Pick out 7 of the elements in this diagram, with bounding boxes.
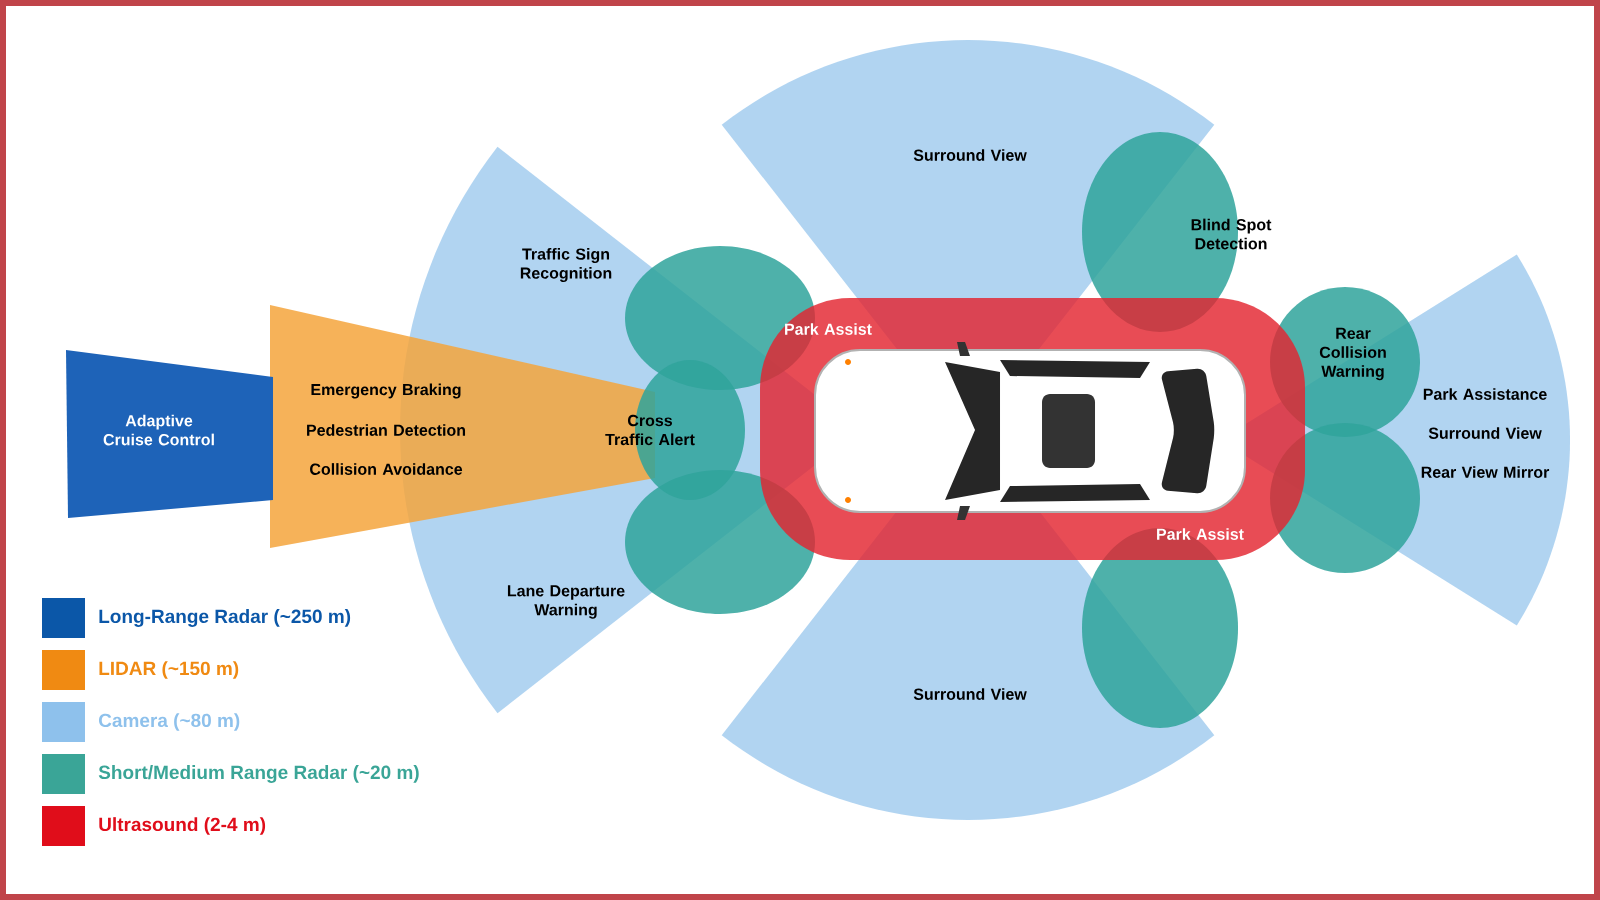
legend-label: Camera (~80 m) bbox=[99, 713, 240, 731]
legend-label: Short/Medium Range Radar (~20 m) bbox=[98, 765, 419, 783]
node-label: Rear Collision Warning bbox=[1319, 327, 1386, 381]
legend-label: LIDAR (~150 m) bbox=[99, 661, 239, 679]
radar-zone: Adaptive Cruise Control bbox=[66, 350, 273, 518]
legend-label: Long-Range Radar (~250 m) bbox=[99, 609, 351, 627]
legend-label: Ultrasound (2-4 m) bbox=[99, 817, 266, 835]
